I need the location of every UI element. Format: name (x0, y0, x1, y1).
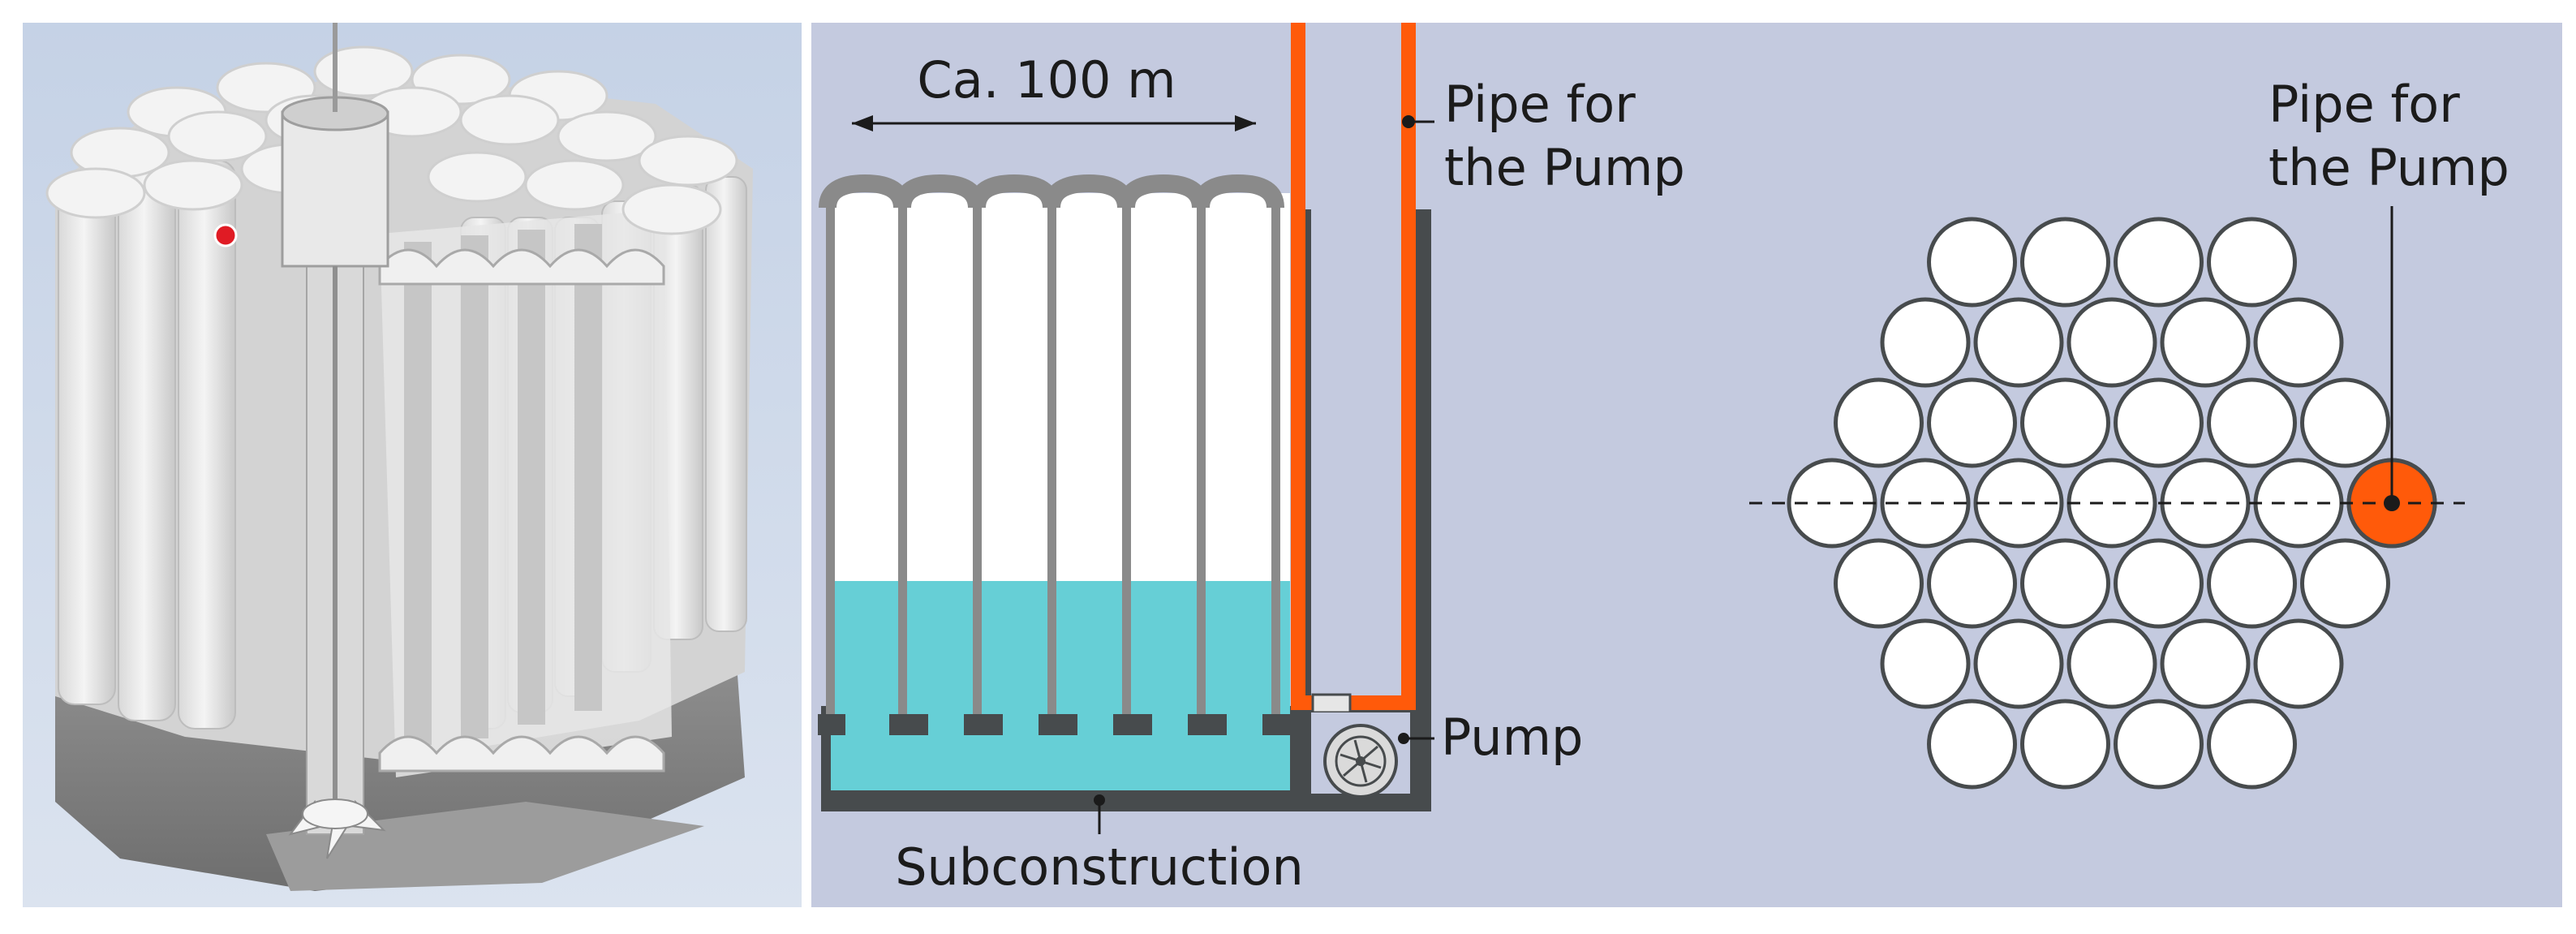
column-circle (1880, 618, 1971, 709)
column-circle (2160, 618, 2251, 709)
red-marker-dot (213, 223, 238, 247)
column-circle (1973, 458, 2064, 549)
pump-leader-line (1398, 733, 1434, 744)
pipe-label-right-line2: the Pump (2269, 138, 2509, 197)
column-circle (2253, 618, 2344, 709)
column-circle (1973, 297, 2064, 388)
cross-section-panel: Ca. 100 m Pipe for the Pump Pump Subcons… (811, 23, 1735, 907)
dome-tops (45, 45, 738, 235)
column-circle (1927, 699, 2017, 790)
column-circle (2300, 377, 2390, 468)
pump-icon (1311, 693, 1410, 798)
pipe-label-right-line1: Pipe for (2269, 75, 2460, 134)
column-circle (1880, 297, 1971, 388)
column-circle (1927, 377, 2017, 468)
basin-floor-water (845, 735, 1290, 790)
subconstruction-label: Subconstruction (895, 837, 1304, 897)
column-footings (818, 714, 1295, 735)
column-circle (2114, 217, 2204, 308)
column-circle (2114, 538, 2204, 629)
pipe-leader-line (1402, 115, 1434, 128)
column-circle (1927, 217, 2017, 308)
column-circle (2207, 699, 2297, 790)
pump-pipe (1291, 23, 1416, 710)
column-circle (2114, 377, 2204, 468)
column-circle (1880, 458, 1971, 549)
dimension-arrow (852, 115, 1256, 131)
tank-3d-render-panel (23, 23, 802, 907)
column-circle (1973, 618, 2064, 709)
column-circle (2300, 538, 2390, 629)
cross-section-diagram: Ca. 100 m Pipe for the Pump Pump Subcons… (811, 23, 1735, 907)
pipe-label-line1: Pipe for (1444, 75, 1636, 134)
column-circle (2066, 297, 2157, 388)
pipe-center-dot (2384, 495, 2400, 511)
central-pump-shaft (281, 23, 389, 859)
column-circle (1834, 538, 1924, 629)
column-circle (2020, 217, 2110, 308)
column-circle (2020, 377, 2110, 468)
column-rods (826, 198, 1280, 734)
column-circle (2253, 297, 2344, 388)
column-circle (2160, 297, 2251, 388)
column-circle-grid (1787, 217, 2437, 790)
column-circle (1927, 538, 2017, 629)
column-circle (2020, 538, 2110, 629)
column-circle (2207, 377, 2297, 468)
subconstruction-leader-line (1094, 794, 1105, 834)
column-circle (2020, 699, 2110, 790)
column-circle (2114, 699, 2204, 790)
plan-view-diagram: Pipe for the Pump (1735, 23, 2562, 907)
pipe-label-line2: the Pump (1444, 138, 1685, 197)
pump-label: Pump (1441, 708, 1583, 767)
column-circle (2066, 618, 2157, 709)
tank-3d-render (23, 23, 802, 907)
dimension-label: Ca. 100 m (917, 50, 1176, 110)
plan-view-panel: Pipe for the Pump (1735, 23, 2562, 907)
column-circle (1834, 377, 1924, 468)
column-circle (2207, 538, 2297, 629)
column-circle (2207, 217, 2297, 308)
